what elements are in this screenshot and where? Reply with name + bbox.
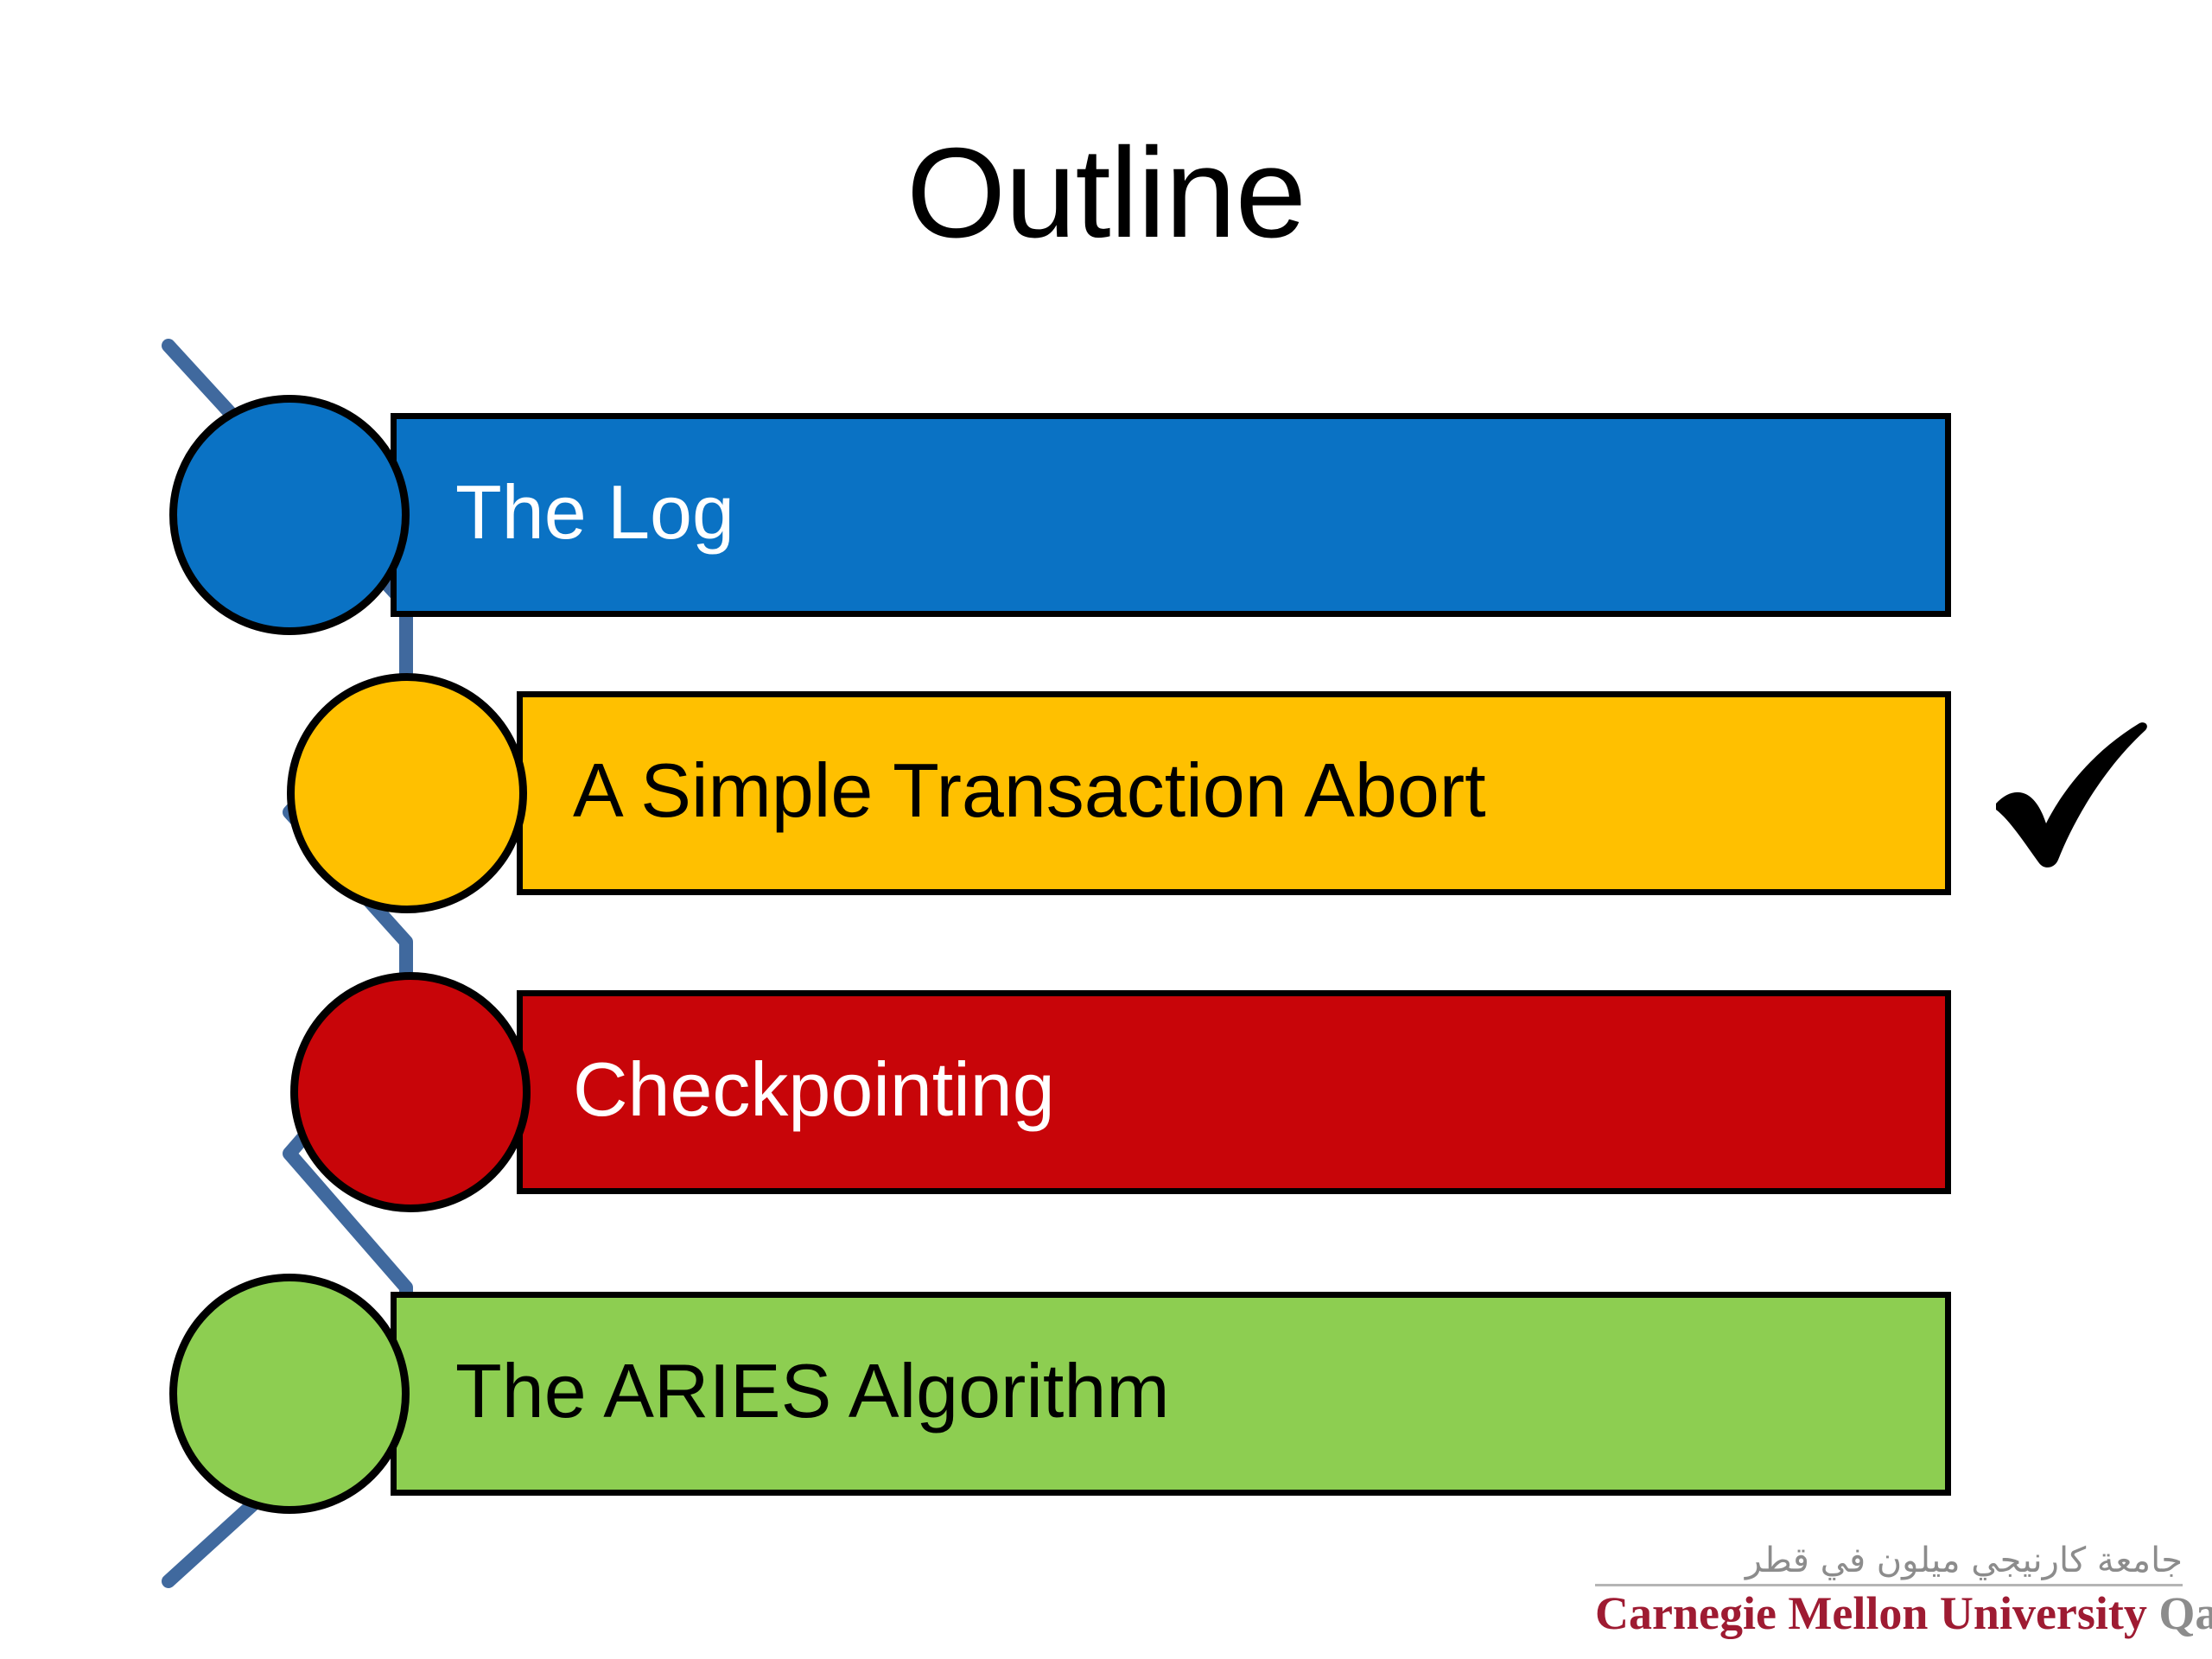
circle-bullet-icon [290, 972, 531, 1212]
circle-bullet-icon [169, 1274, 410, 1514]
check-mark-icon [1996, 722, 2147, 868]
circle-bullet-icon [287, 673, 527, 913]
outline-item-bar[interactable]: The Log [391, 413, 1951, 617]
outline-item-a-simple-transaction-abort[interactable]: A Simple Transaction Abort [0, 673, 2212, 913]
outline-item-label: Checkpointing [573, 1046, 1055, 1132]
cmu-qatar-logo: جامعة كارنيجي ميلون في قطر Carnegie Mell… [1595, 1541, 2212, 1640]
outline-item-label: The ARIES Algorithm [455, 1348, 1170, 1433]
logo-primary-text: Carnegie Mellon University [1595, 1587, 2147, 1640]
outline-item-label: The Log [455, 469, 734, 555]
page-title: Outline [906, 122, 1306, 264]
outline-item-bar[interactable]: Checkpointing [517, 990, 1951, 1194]
logo-latin-text: Carnegie Mellon University Qatar [1595, 1587, 2212, 1640]
outline-item-the-log[interactable]: The Log [0, 395, 2212, 635]
logo-arabic-text: جامعة كارنيجي ميلون في قطر [1745, 1541, 2183, 1581]
logo-divider [1595, 1584, 2183, 1587]
logo-secondary-text: Qatar [2158, 1587, 2212, 1640]
outline-item-bar[interactable]: A Simple Transaction Abort [517, 691, 1951, 895]
outline-item-checkpointing[interactable]: Checkpointing [0, 972, 2212, 1212]
circle-bullet-icon [169, 395, 410, 635]
outline-item-bar[interactable]: The ARIES Algorithm [391, 1292, 1951, 1496]
outline-item-the-aries-algorithm[interactable]: The ARIES Algorithm [0, 1274, 2212, 1514]
outline-item-label: A Simple Transaction Abort [573, 747, 1486, 833]
